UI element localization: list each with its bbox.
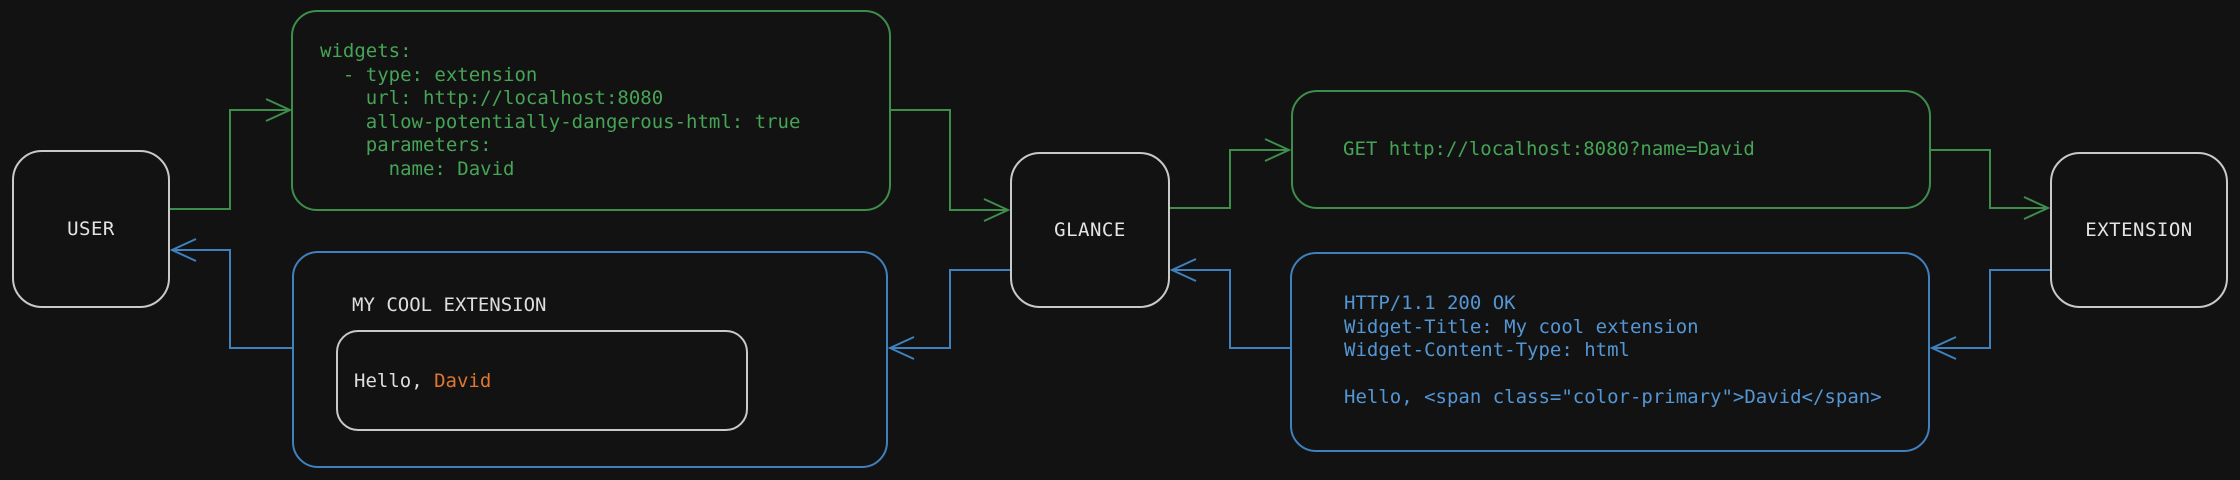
rendered-widget-box: MY COOL EXTENSION Hello, David [292, 251, 888, 468]
connector-request-to-extension [1931, 149, 2051, 220]
node-glance-label: GLANCE [1054, 219, 1126, 241]
node-extension: EXTENSION [2050, 152, 2228, 308]
http-response-box: HTTP/1.1 200 OK Widget-Title: My cool ex… [1290, 252, 1930, 452]
config-yaml-line: name: David [320, 157, 515, 180]
greeting-name: David [434, 369, 492, 392]
http-request-line: GET http://localhost:8080?name=David [1343, 137, 1755, 160]
config-yaml-line: widgets: [320, 40, 412, 62]
connector-widget-to-user [169, 238, 292, 349]
config-yaml-box: widgets: - type: extension url: http://l… [291, 10, 891, 211]
connector-extension-to-response [1929, 269, 2050, 360]
arrowhead-right-icon [2023, 196, 2051, 220]
arrowhead-left-icon [169, 238, 197, 262]
http-request-box: GET http://localhost:8080?name=David [1291, 90, 1931, 209]
connector-glance-to-request [1170, 138, 1292, 209]
connector-config-to-glance [891, 109, 1011, 222]
arrowhead-right-icon [1264, 138, 1292, 162]
config-yaml-line: allow-potentially-dangerous-html: true [320, 110, 801, 133]
widget-title: MY COOL EXTENSION [352, 294, 547, 316]
node-glance: GLANCE [1010, 152, 1170, 308]
arrowhead-left-icon [887, 336, 915, 360]
node-user: USER [12, 150, 170, 308]
greeting-prefix: Hello, [354, 369, 435, 392]
connector-glance-to-widget [887, 269, 1010, 360]
connector-response-to-glance [1169, 258, 1290, 349]
arrowhead-left-icon [1169, 258, 1197, 282]
http-response-line: Widget-Content-Type: html [1344, 339, 1630, 361]
config-yaml-line: - type: extension [320, 63, 538, 86]
node-extension-label: EXTENSION [2085, 219, 2193, 241]
arrowhead-right-icon [265, 98, 293, 122]
http-response-line: Hello, <span class="color-primary">David… [1344, 386, 1882, 408]
http-response-line [1344, 363, 1928, 387]
arrowhead-left-icon [1929, 336, 1957, 360]
http-response-line: Widget-Title: My cool extension [1344, 315, 1699, 338]
config-yaml-line: parameters: [320, 134, 492, 156]
widget-render-frame: Hello, David [336, 330, 748, 431]
http-response-line: HTTP/1.1 200 OK [1344, 292, 1516, 314]
node-user-label: USER [67, 218, 115, 240]
config-yaml-line: url: http://localhost:8080 [320, 87, 664, 109]
connector-user-to-config [170, 98, 293, 210]
arrowhead-right-icon [983, 198, 1011, 222]
